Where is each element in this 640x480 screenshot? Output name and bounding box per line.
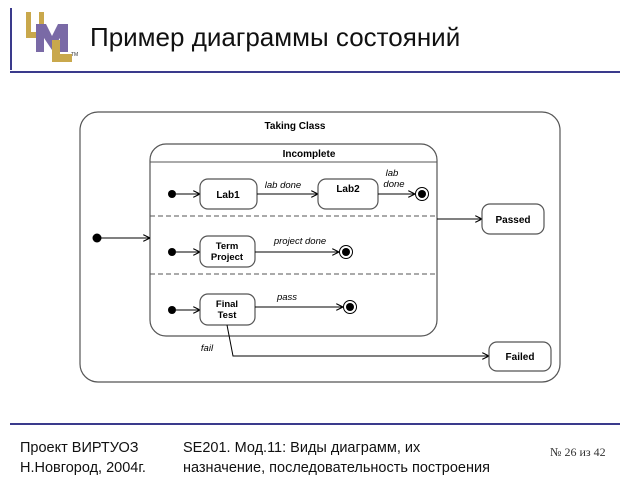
state-incomplete-label: Incomplete: [283, 149, 336, 160]
state-passed: [481, 203, 545, 235]
state-passed-label: Passed: [495, 215, 530, 226]
footer-course: SE201. Мод.11: Виды диаграмм, их назначе…: [183, 438, 490, 478]
initial-node-test: [168, 306, 176, 314]
page-number: № 26 из 42: [550, 445, 606, 459]
footer-project-line1: Проект ВИРТУОЗ: [20, 440, 139, 456]
state-taking-class-label: Taking Class: [265, 121, 326, 132]
page-title: Пример диаграммы состояний: [90, 22, 461, 52]
initial-node-outer: [92, 233, 102, 243]
footer-course-line1: SE201. Мод.11: Виды диаграмм, их: [183, 440, 421, 456]
state-diagram: Taking Class Incomplete Lab1 lab done La…: [79, 111, 561, 383]
footer-course-line2: назначение, последовательность построени…: [183, 460, 490, 476]
state-final-test-label-2: Test: [218, 310, 238, 321]
state-lab2-label: Lab2: [336, 184, 360, 195]
footer-project: Проект ВИРТУОЗ Н.Новгород, 2004г.: [20, 438, 146, 478]
footer-rule: [10, 423, 620, 425]
state-lab1-label: Lab1: [216, 190, 240, 201]
initial-node-lab: [168, 190, 176, 198]
initial-node-project: [168, 248, 176, 256]
header-rule: [10, 71, 620, 73]
state-term-project-label-2: Project: [211, 252, 244, 263]
transition-pass: pass: [276, 292, 297, 303]
logo-l-shape: [52, 40, 72, 62]
transition-lab-done: lab done: [265, 180, 301, 191]
transition-lab-done-2b: done: [383, 179, 404, 190]
transition-project-done: project done: [273, 236, 326, 247]
state-term-project-label-1: Term: [216, 241, 239, 252]
transition-fail: fail: [201, 343, 214, 354]
state-failed-label: Failed: [506, 352, 535, 363]
logo-tm: TM: [71, 52, 78, 58]
state-failed: [488, 341, 552, 372]
header-vertical-rule: [10, 8, 12, 70]
transition-lab-done-2a: lab: [386, 168, 399, 179]
state-final-test-label-1: Final: [216, 299, 238, 310]
uml-logo: TM: [26, 12, 78, 62]
footer-project-line2: Н.Новгород, 2004г.: [20, 460, 146, 476]
